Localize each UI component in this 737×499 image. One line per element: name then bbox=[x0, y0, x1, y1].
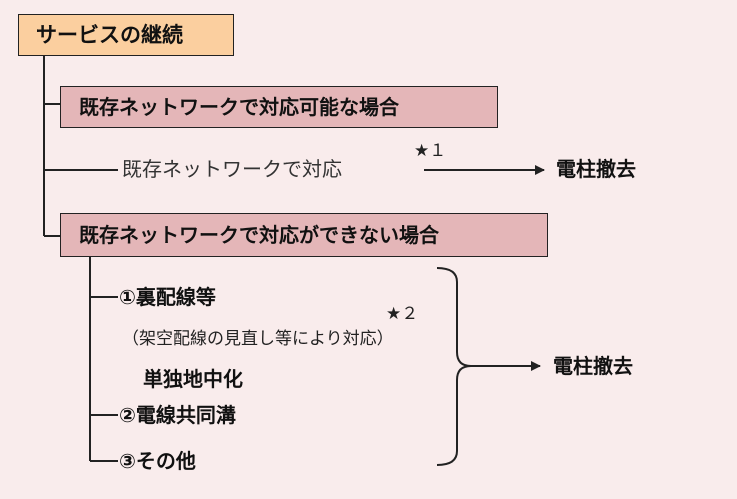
title-box: サービスの継続 bbox=[18, 14, 234, 56]
option-2-label: ②電線共同溝 bbox=[119, 403, 236, 427]
result-pole-removal-1: 電柱撤去 bbox=[556, 157, 636, 181]
case-impossible-heading: 既存ネットワークで対応ができない場合 bbox=[79, 223, 439, 247]
option-1-note: （架空配線の見直し等により対応） bbox=[122, 329, 394, 349]
method-existing-network: 既存ネットワークで対応 bbox=[122, 157, 342, 181]
case-possible-box: 既存ネットワークで対応可能な場合 bbox=[60, 86, 498, 128]
option-3-label: ③その他 bbox=[119, 449, 196, 473]
option-1-label: ①裏配線等 bbox=[119, 285, 216, 309]
brace bbox=[436, 267, 472, 466]
title-label: サービスの継続 bbox=[36, 22, 183, 47]
result-pole-removal-2: 電柱撤去 bbox=[553, 354, 633, 378]
option-undergrounding-label: 単独地中化 bbox=[143, 367, 243, 391]
mark-star-2: ★２ bbox=[386, 304, 419, 324]
mark-star-1: ★１ bbox=[414, 141, 447, 161]
case-impossible-box: 既存ネットワークで対応ができない場合 bbox=[60, 213, 548, 257]
case-possible-heading: 既存ネットワークで対応可能な場合 bbox=[79, 95, 399, 119]
